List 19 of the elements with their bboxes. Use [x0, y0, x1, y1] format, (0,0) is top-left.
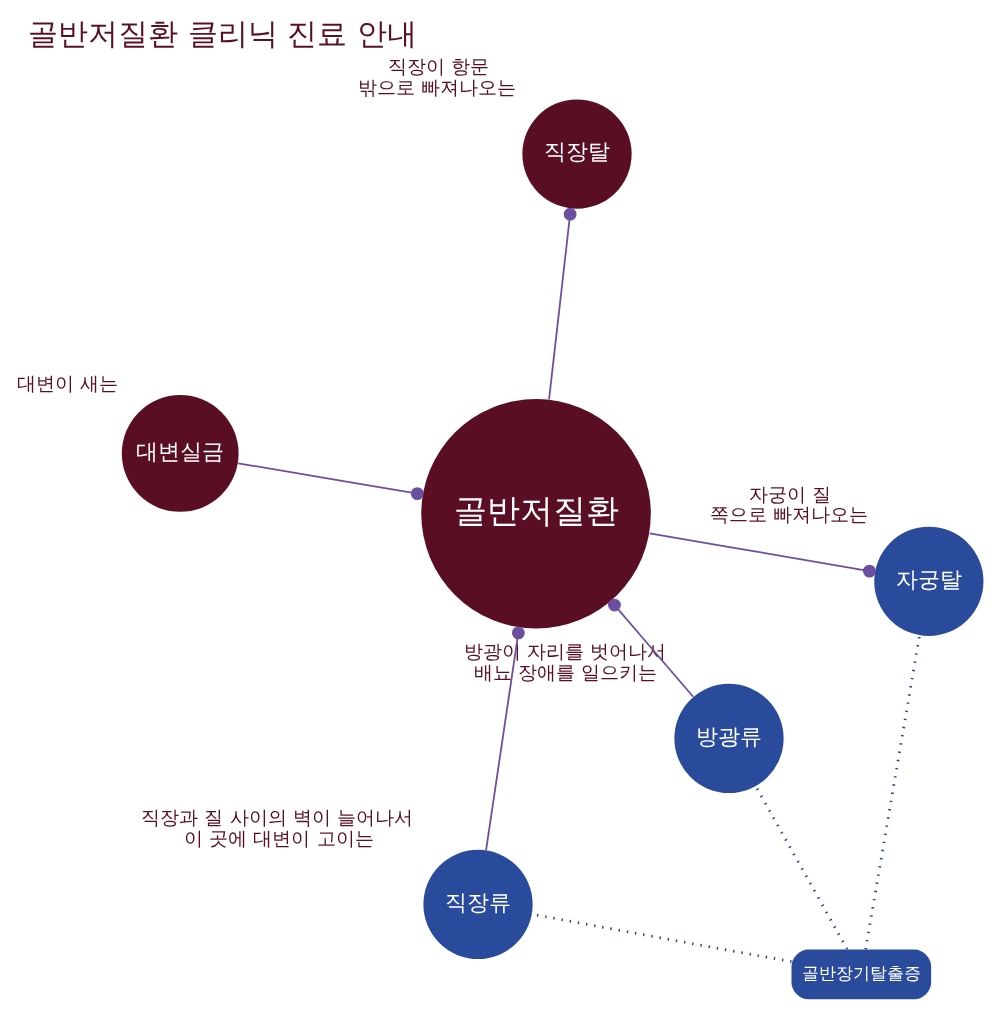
connector — [548, 207, 577, 401]
node-circle: 골반저질환 — [421, 398, 651, 629]
node-label: 자궁이 질 쪽으로 빠져나오는 — [709, 482, 868, 527]
connector — [608, 598, 695, 698]
node-circle: 대변실금 — [121, 395, 239, 512]
node-circle: 방광류 — [674, 683, 784, 794]
connector — [864, 635, 921, 950]
node-circle: 자궁탈 — [874, 526, 984, 636]
node-circle: 직장류 — [423, 849, 533, 960]
connector — [485, 626, 525, 851]
node-label: 직장과 질 사이의 벽이 늘어나서 이 곳에 대변이 고이는 — [141, 805, 413, 850]
connector — [648, 532, 876, 578]
connector — [237, 462, 424, 501]
node-label: 직장이 항문 밖으로 빠져나오는 — [357, 55, 516, 100]
node-label: 대변이 새는 — [16, 371, 118, 395]
node-box: 골반장기탈출증 — [791, 949, 932, 1000]
connector — [754, 785, 849, 950]
node-circle: 직장탈 — [522, 99, 632, 209]
diagram-title: 골반저질환 클리닉 진료 안내 — [28, 15, 418, 51]
